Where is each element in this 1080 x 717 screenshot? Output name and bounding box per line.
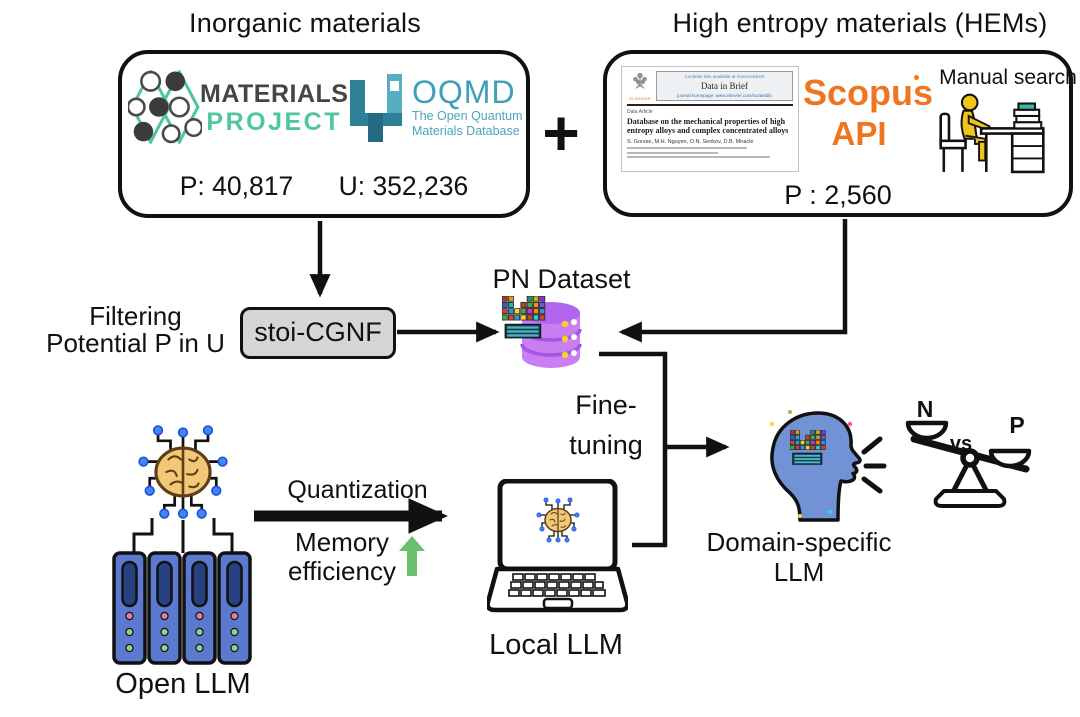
domain-llm-line1: Domain-specific [706,527,892,557]
materials-project-icon [128,70,202,144]
manual-search-label: Manual search [939,66,1077,89]
oqmd-wordmark: OQMD The Open Quantum Materials Database [412,76,522,139]
domain-llm-label: Domain-specific LLM [700,527,898,587]
scopus-word: Scopus [803,72,934,113]
scopus-api-wordmark: Scopus API [803,72,934,154]
domain-llm-head-icon [769,410,887,522]
oqmd-psi-icon [350,74,402,142]
paper-contents-line: Contents lists available at ScienceDirec… [684,74,765,79]
elsevier-logo-block: ELSEVIER [627,71,653,101]
p-count-inorganic: P: 40,817 [179,171,294,201]
u-count-inorganic: U: 352,236 [338,171,469,201]
oqmd-tagline-2: Materials Database [412,124,520,138]
plus-sign: + [542,97,580,169]
speech-lines-icon [861,436,887,494]
inorganic-materials-box: MATERIALS PROJECT OQMD The Open Quantum … [118,50,530,218]
filtering-line2: Potential P in U [46,328,225,358]
paper-homepage-line: journal homepage: www.elsevier.com/locat… [677,93,772,98]
paper-affiliation-bar [627,147,747,150]
paper-affiliation-bar [627,156,770,159]
journal-name: Data in Brief [701,81,748,91]
oqmd-tagline-1: The Open Quantum [412,109,523,123]
journal-header: Contents lists available at ScienceDirec… [656,71,793,101]
paper-affiliation-bar [627,151,719,154]
mp-word-materials: MATERIALS [200,80,349,108]
paper-authors: S. Gorsse, M.H. Nguyen, O.N. Senkov, D.B… [627,138,754,145]
local-llm-label: Local LLM [489,629,623,661]
paper-thumbnail: ELSEVIER Contents lists available at Sci… [621,66,799,172]
scopus-trademark-dot [914,75,919,80]
memory-efficiency-label: Memory efficiency [277,528,407,586]
scopus-api-word: API [831,115,887,152]
fine-tuning-line2: tuning [569,430,643,460]
domain-llm-line2: LLM [773,557,825,587]
open-llm-icon [112,424,252,665]
hems-box: ELSEVIER Contents lists available at Sci… [603,50,1077,217]
paper-article-type: Data Article [627,109,653,115]
pn-dataset-label: PN Dataset [492,264,631,294]
balance-right-label: P [1009,412,1025,438]
quantization-label: Quantization [287,476,428,504]
periodic-table-icon [502,296,546,339]
fine-tuning-label: Fine- tuning [556,385,656,465]
memory-line1: Memory [295,527,389,557]
p-count-hems: P : 2,560 [784,180,892,210]
memory-line2: efficiency [288,556,396,586]
balance-versus-label: vs [949,433,973,455]
stoi-cgnf-box: stoi-CGNF [240,307,396,359]
balance-left-label: N [916,396,934,422]
title-hems: High entropy materials (HEMs) [672,8,1048,38]
local-llm-laptop-icon [487,479,628,613]
fine-tuning-line1: Fine- [575,390,637,420]
oqmd-name: OQMD [412,74,516,110]
inorganic-counts: P: 40,817 U: 352,236 [122,171,526,202]
title-inorganic-materials: Inorganic materials [189,8,421,38]
open-llm-label: Open LLM [115,668,251,700]
paper-divider [627,104,793,106]
paper-title: Database on the mechanical properties of… [627,117,789,136]
person-at-desk-icon [939,93,1045,174]
filtering-label: Filtering Potential P in U [28,303,243,357]
efficiency-up-arrow-icon [399,536,425,576]
balance-scale-icon [905,420,1032,508]
materials-project-wordmark: MATERIALS PROJECT [200,80,349,136]
arrow-hems-to-dataset [618,219,848,343]
elsevier-name: ELSEVIER [629,96,651,101]
mp-word-project: PROJECT [206,108,342,136]
finetune-elbow-line [599,351,668,548]
filtering-line1: Filtering [89,301,182,331]
elsevier-tree-icon [633,72,647,89]
